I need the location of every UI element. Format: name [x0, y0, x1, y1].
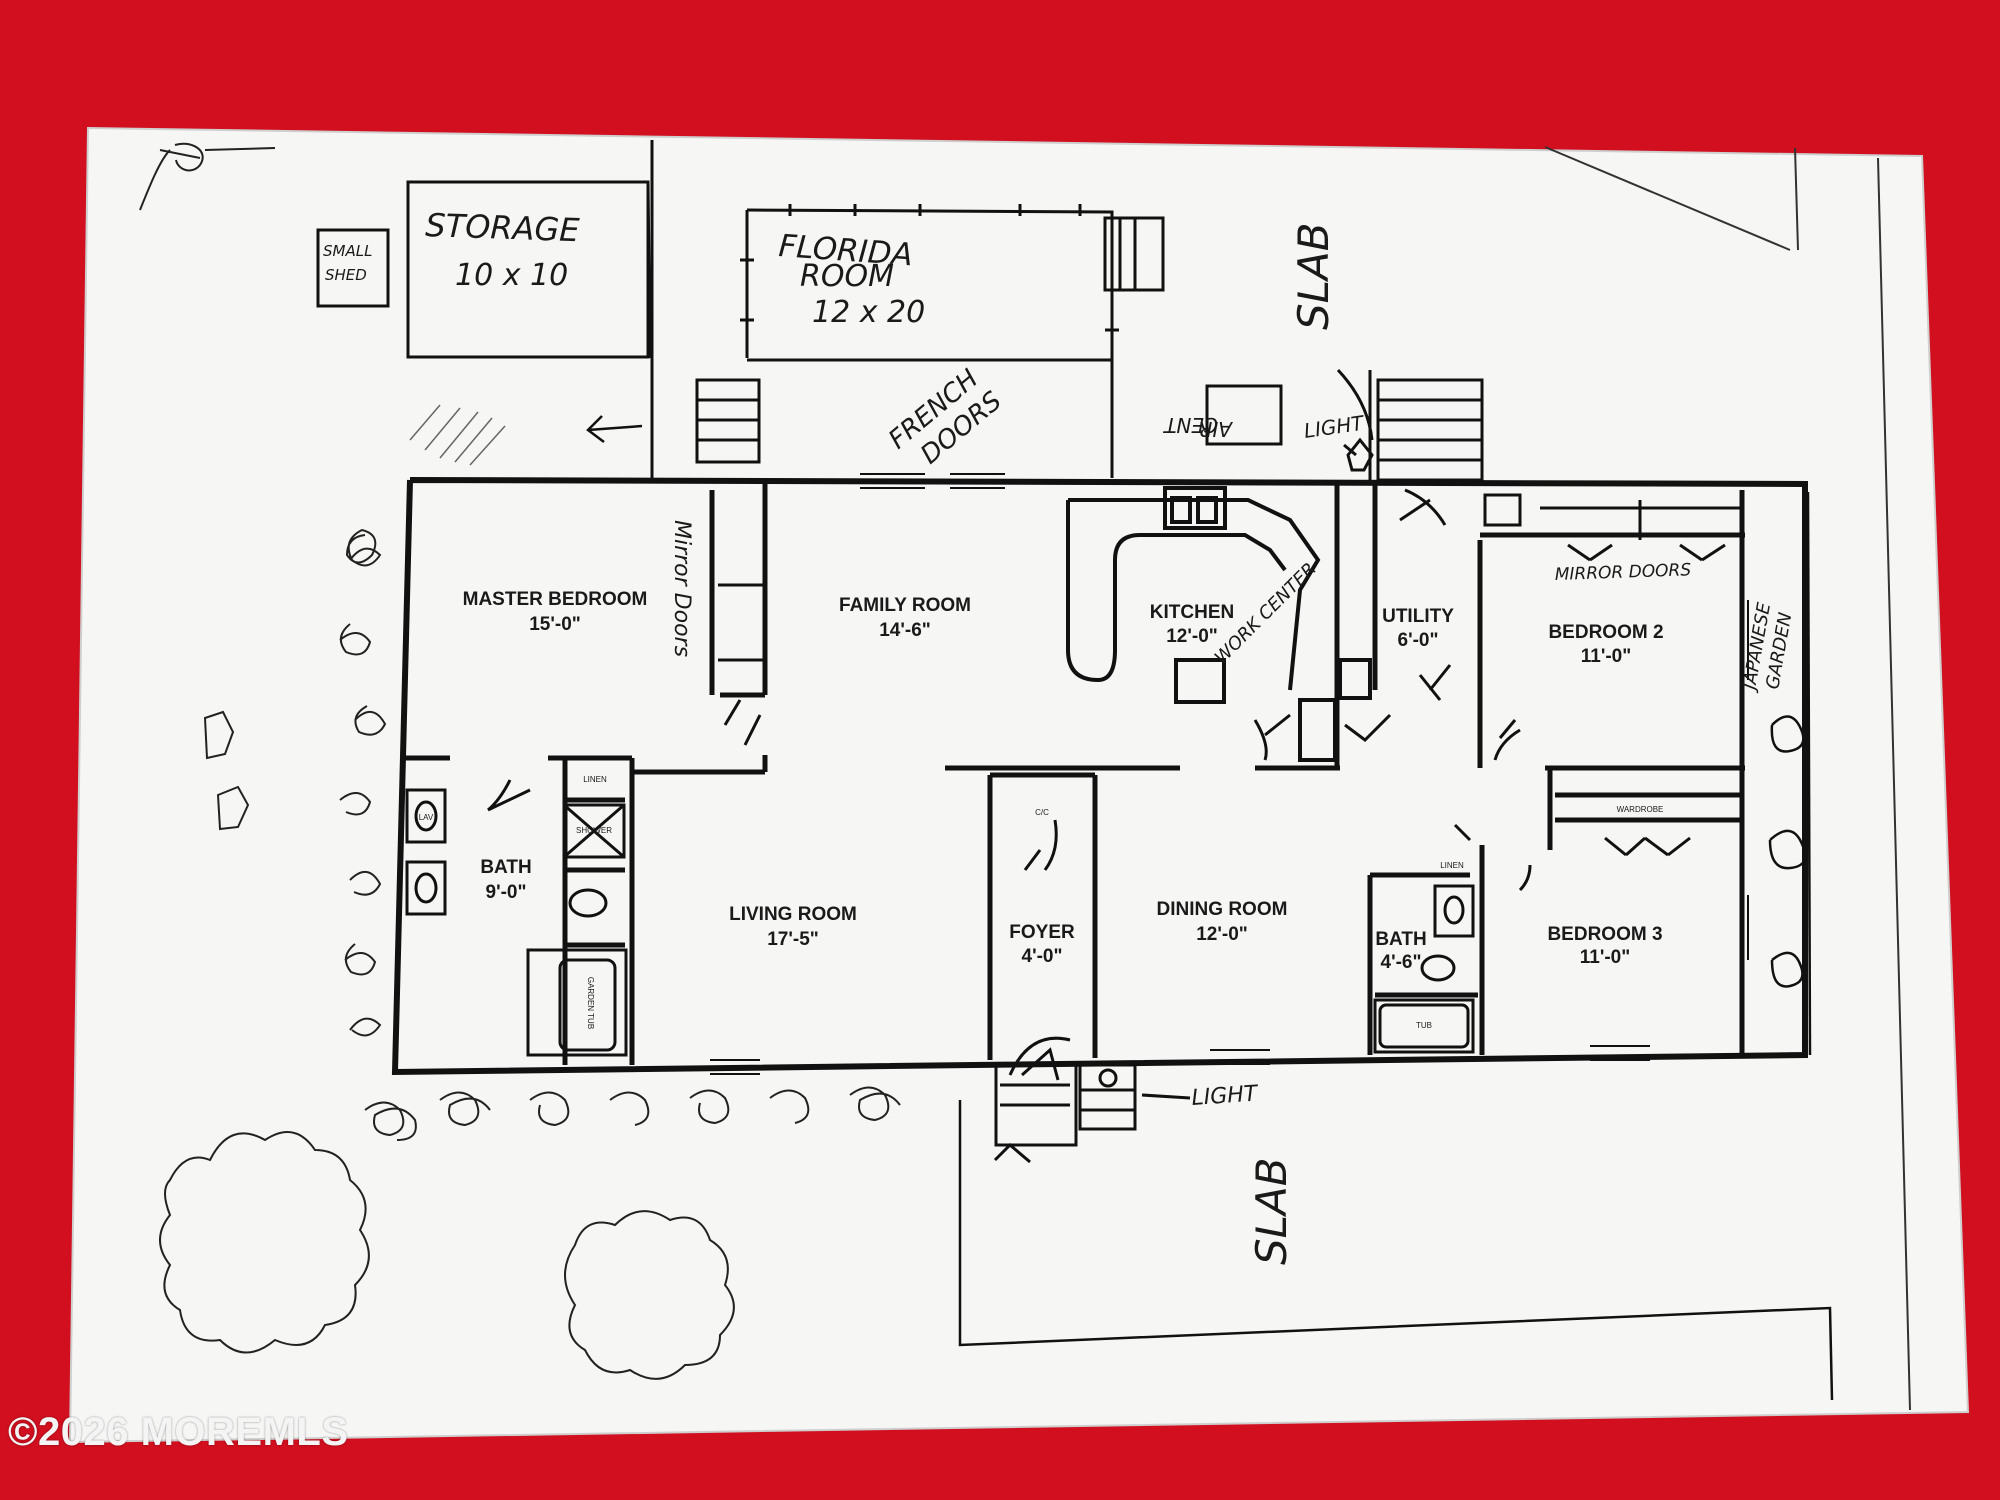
house-walls	[391, 477, 1808, 1076]
paper-edge-lines	[1544, 146, 1911, 1411]
linen-label-2: LINEN	[1440, 861, 1464, 870]
front-steps	[993, 1063, 1191, 1164]
toilet-small	[1420, 954, 1456, 982]
dining-room-size: 12'-0"	[1196, 924, 1248, 945]
light-fixture-icon	[1343, 437, 1374, 472]
slab-label-top: SLAB	[1289, 222, 1338, 330]
tub-small	[1373, 998, 1475, 1054]
living-room-name: LIVING ROOM	[729, 904, 857, 925]
work-center-island	[1174, 658, 1226, 704]
family-room-name: FAMILY ROOM	[839, 595, 971, 616]
florida-room-ticks	[740, 204, 1119, 332]
linen-label-1: LINEN	[583, 775, 607, 784]
bath-fixtures	[405, 493, 1522, 1057]
family-room-size: 14'-6"	[879, 620, 931, 641]
shrubbery	[159, 528, 901, 1380]
lav-sink-1	[405, 788, 447, 844]
corner-scribble	[139, 142, 276, 211]
storage-label: STORAGE	[425, 206, 581, 249]
light-label-bottom: LIGHT	[1191, 1081, 1260, 1111]
kitchen-name: KITCHEN	[1150, 602, 1234, 623]
furn-icon	[1338, 658, 1372, 700]
storage-size-label: 10 x 10	[455, 258, 568, 293]
bedroom3-name: BEDROOM 3	[1547, 924, 1662, 945]
windows	[395, 473, 1749, 1075]
bedroom2-name: BEDROOM 2	[1548, 622, 1663, 643]
small-shed	[316, 228, 390, 308]
water-heater	[1483, 493, 1522, 527]
mirror-doors-master: Mirror Doors	[669, 520, 694, 657]
tub-label: TUB	[1416, 1021, 1432, 1030]
ac-unit	[1205, 384, 1283, 446]
mirror-doors-bedroom2: MIRROR DOORS	[1554, 560, 1691, 585]
master-bedroom-name: MASTER BEDROOM	[463, 589, 648, 610]
florida-room	[695, 208, 1165, 478]
bath-main-size: 9'-0"	[486, 882, 527, 903]
kitchen-size: 12'-0"	[1166, 626, 1218, 647]
hatching	[409, 404, 506, 466]
slab-outline	[958, 1100, 1834, 1401]
lav-label: LAV	[419, 813, 434, 822]
wardrobe-label: WARDROBE	[1617, 805, 1664, 814]
fridge-icon	[1298, 698, 1337, 762]
foyer-name: FOYER	[1009, 922, 1075, 943]
garden-tub	[526, 948, 628, 1057]
florida-room-label-2: ROOM	[800, 259, 894, 294]
bath-small-size: 4'-6"	[1381, 952, 1422, 973]
bath-small-name: BATH	[1375, 929, 1426, 950]
lav-sink-2	[405, 860, 447, 916]
door-swings	[487, 488, 1532, 1081]
dining-room-name: DINING ROOM	[1157, 899, 1288, 920]
slab-label-bottom: SLAB	[1247, 1157, 1296, 1265]
small-shed-label: SMALL	[323, 242, 372, 260]
watermark: ©2026 MOREMLS	[8, 1410, 349, 1454]
cc-label: C/C	[1035, 808, 1049, 817]
arrow-icon	[586, 415, 643, 443]
florida-room-size: 12 x 20	[812, 295, 925, 330]
closet-details	[718, 500, 1740, 857]
small-shed-label-2: SHED	[325, 266, 367, 284]
utility-size: 6'-0"	[1398, 630, 1439, 651]
bedroom3-size: 11'-0"	[1580, 947, 1631, 968]
foyer-dashed	[987, 830, 1098, 1055]
foyer-size: 4'-0"	[1022, 946, 1063, 967]
paper-sheet	[68, 126, 1970, 1444]
utility-name: UTILITY	[1382, 606, 1454, 627]
sink-icon	[1163, 486, 1227, 530]
toilet-icon	[568, 888, 608, 918]
japanese-garden	[1768, 491, 1812, 1056]
bedroom2-size: 11'-0"	[1581, 646, 1632, 667]
master-bedroom-size: 15'-0"	[529, 614, 581, 635]
shower-stall	[562, 803, 626, 859]
kitchen-counter	[1066, 486, 1372, 762]
garden-tub-label: GARDEN TUB	[586, 977, 595, 1029]
cent-air-label-2: AIR	[1199, 417, 1234, 441]
shower-label: SHOWER	[576, 826, 612, 835]
storage-building	[316, 140, 654, 478]
living-room-size: 17'-5"	[767, 929, 819, 950]
lav-small	[1433, 884, 1475, 938]
bath-main-name: BATH	[480, 857, 531, 878]
cent-air-label: CENT	[1162, 413, 1218, 437]
